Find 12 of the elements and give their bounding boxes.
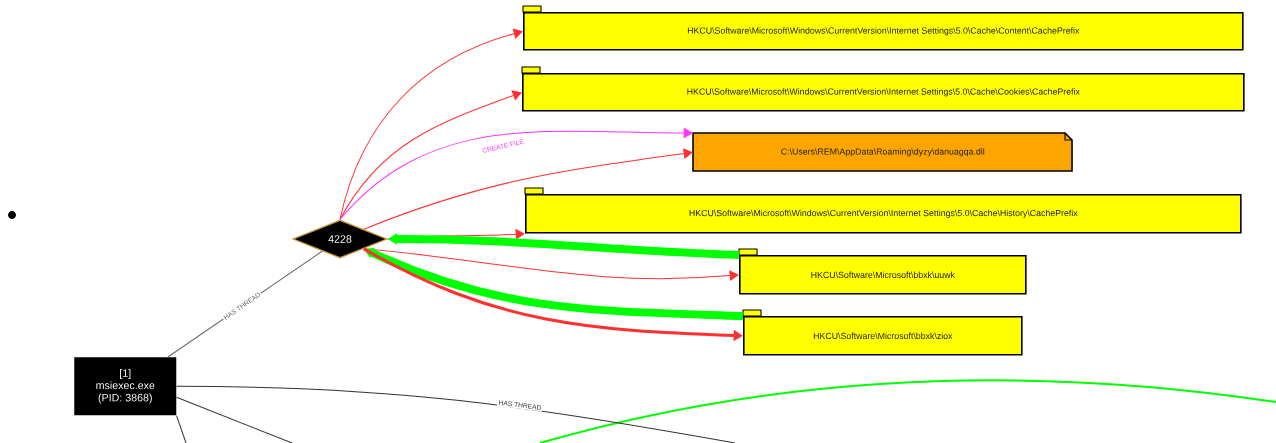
registry-key-box: HKCU\Software\Microsoft\Windows\CurrentVersion\Internet Settings\5.0\Cache\Content\CachePrefix — [522, 5, 1244, 51]
arrow — [339, 127, 693, 220]
arrow — [363, 148, 693, 230]
registry-key-box: HKCU\Software\Microsoft\Windows\CurrentVersion\Internet Settings\5.0\Cache\Cookies\CachePrefix — [521, 66, 1245, 112]
file-box: C:\Users\REM\AppData\Roaming\dyzy\danuagqa.dll — [692, 132, 1073, 172]
arrow — [363, 248, 739, 281]
arrow — [339, 28, 523, 220]
arrow — [339, 90, 522, 220]
registry-key-box: HKCU\Software\Microsoft\bbxk\uuwk — [738, 248, 1027, 295]
process-box: [1] msiexec.exe (PID: 3868) — [74, 357, 177, 416]
registry-key-box: HKCU\Software\Microsoft\Windows\CurrentVersion\Internet Settings\5.0\Cache\History\CachePrefix — [524, 187, 1242, 234]
registry-key-box: HKCU\Software\Microsoft\bbxk\ziox — [742, 309, 1023, 356]
